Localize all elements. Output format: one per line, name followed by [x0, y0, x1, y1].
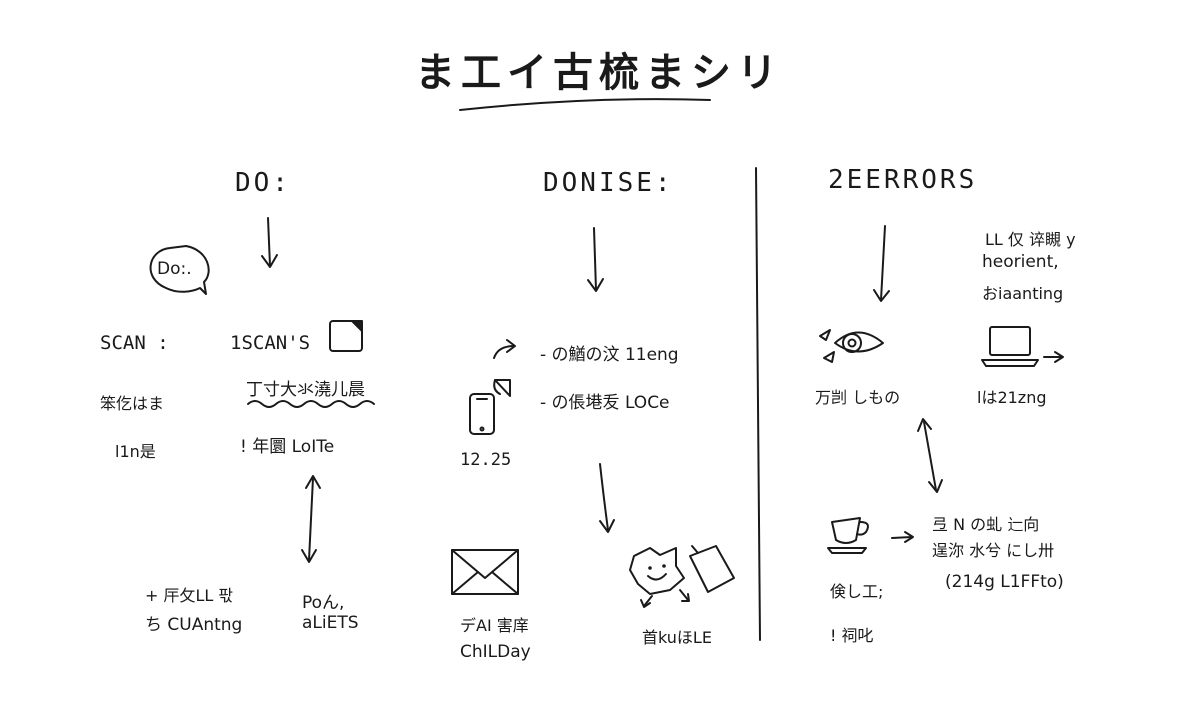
laptop-caption: lは21zng — [977, 388, 1047, 407]
eye-caption: 万剀 しもの — [815, 388, 901, 407]
scan-right-label: 1SCAN'S — [230, 332, 311, 354]
envelope-caption-2: ChILDay — [460, 642, 531, 662]
arrow-down-icon — [587, 227, 604, 292]
cup-right-line-2: 逞沵 水兮 にし卅 — [932, 541, 1055, 560]
title-underline — [459, 98, 711, 111]
donise-item-2: - の倀塂叐 LOCe — [540, 393, 670, 413]
errors-note-line-3: おiaanting — [982, 284, 1064, 303]
do-bottom-right-1: Poん, — [302, 593, 345, 613]
small-arrow-icon — [643, 595, 653, 607]
cup-icon — [827, 517, 869, 554]
column-heading-errors: 2EERRORS — [828, 165, 978, 195]
sticky-note-icon — [329, 320, 363, 352]
envelope-caption-1: デAI 害庠 — [460, 616, 529, 635]
cup-right-line-1: 弖 N の虬 辷向 — [932, 515, 1040, 534]
sticker-caption: 首kuほLE — [642, 628, 712, 647]
envelope-icon — [451, 549, 519, 595]
do-left-line-2: l1n是 — [115, 442, 156, 461]
arrow-down-icon — [873, 225, 890, 302]
phone-icon — [469, 393, 495, 435]
wavy-underline — [247, 400, 375, 408]
smiley-sticker-icon — [629, 547, 685, 595]
double-arrow-icon — [917, 418, 943, 493]
arrow-down-icon — [261, 217, 278, 268]
arrow-right-icon — [1043, 351, 1064, 363]
cup-caption: 倹し工; — [830, 582, 884, 601]
errors-note-line-1: LL 仅 谇瞡 y — [985, 230, 1076, 249]
column-heading-donise: DONISE: — [543, 168, 674, 198]
arrow-right-icon — [891, 531, 914, 543]
notification-icon — [493, 379, 511, 397]
cup-note: (214g L1FFto) — [945, 572, 1064, 592]
do-bottom-left-2: ち CUAntng — [145, 615, 243, 635]
phone-caption: 12.25 — [460, 450, 512, 470]
paper-note-icon — [689, 545, 735, 593]
double-arrow-icon — [301, 475, 321, 563]
do-mid-line-1: 丁寸大氺澆儿晨 — [246, 380, 365, 400]
curved-arrow-icon — [493, 339, 516, 359]
laptop-icon — [981, 326, 1039, 367]
column-divider — [755, 167, 761, 641]
do-bottom-right-2: aLiETS — [302, 613, 359, 633]
do-bottom-left-1: + 厈攵LL 팏 — [145, 586, 234, 605]
small-arrow-icon — [679, 589, 689, 601]
do-mid-line-2: ! 年圜 LoITe — [240, 437, 335, 457]
column-heading-do: DO: — [235, 168, 291, 198]
eye-icon — [819, 329, 884, 363]
page-title: ま工イ古梳まシリ — [415, 50, 783, 96]
speech-bubble-icon — [149, 245, 210, 295]
cup-note-2: ! 祠叱 — [830, 626, 874, 645]
errors-note-line-2: heorient, — [982, 252, 1059, 272]
arrow-down-icon — [599, 463, 615, 533]
donise-item-1: - の鰌の汶 11eng — [540, 345, 679, 365]
do-left-line-1: 笨仡はま — [100, 394, 165, 413]
scan-label: SCAN : — [100, 332, 169, 354]
speech-bubble-text: Do:. — [157, 259, 192, 279]
